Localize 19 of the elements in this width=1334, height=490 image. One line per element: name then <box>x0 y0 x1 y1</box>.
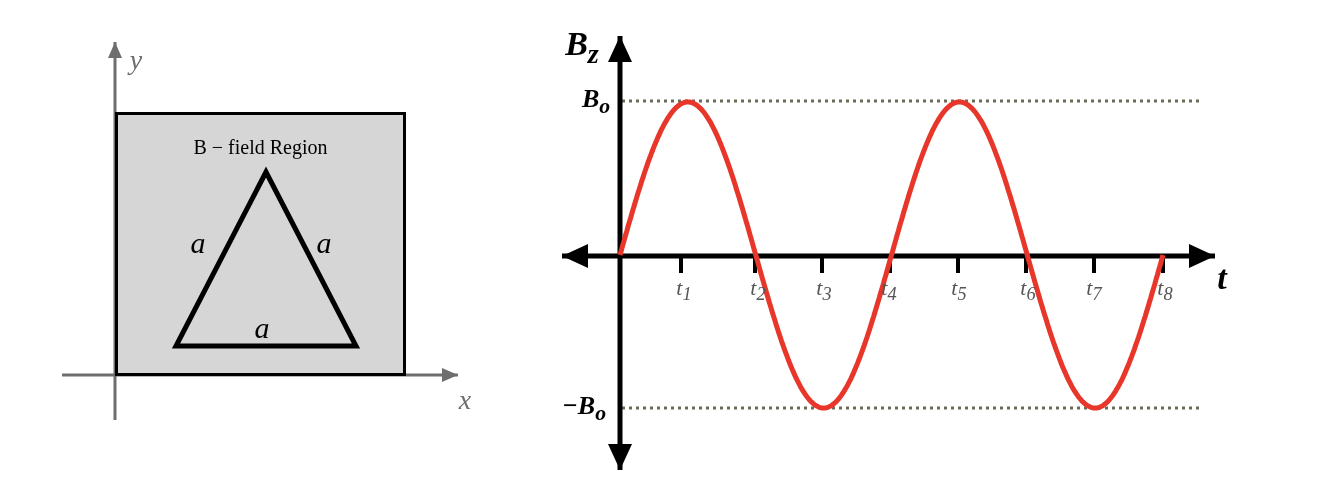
tick-label: t$_{8}$ <box>1157 276 1173 304</box>
value-label: −B$_{o}$ <box>562 393 606 425</box>
tick-label: t$_{6}$ <box>1020 276 1036 304</box>
side-label: a <box>254 313 270 343</box>
value-label: B$_{o}$ <box>581 86 611 118</box>
tick-label: t$_{3}$ <box>816 276 832 304</box>
side-label: a <box>190 228 206 258</box>
region-title: B − field Region <box>193 137 328 157</box>
tick-label: t$_{7}$ <box>1086 276 1102 304</box>
axis-label: x <box>458 386 472 414</box>
tick-label: t$_{2}$ <box>750 276 766 304</box>
side-label: a <box>316 228 332 258</box>
axis-label: y <box>129 46 143 74</box>
tick-label: t$_{1}$ <box>676 276 692 304</box>
tick-label: t$_{5}$ <box>951 276 967 304</box>
axis-label: B$_{z}$ <box>565 27 599 69</box>
triangle-loop <box>173 169 359 349</box>
axis-label: t <box>1217 261 1227 295</box>
field-region-box <box>115 112 406 376</box>
